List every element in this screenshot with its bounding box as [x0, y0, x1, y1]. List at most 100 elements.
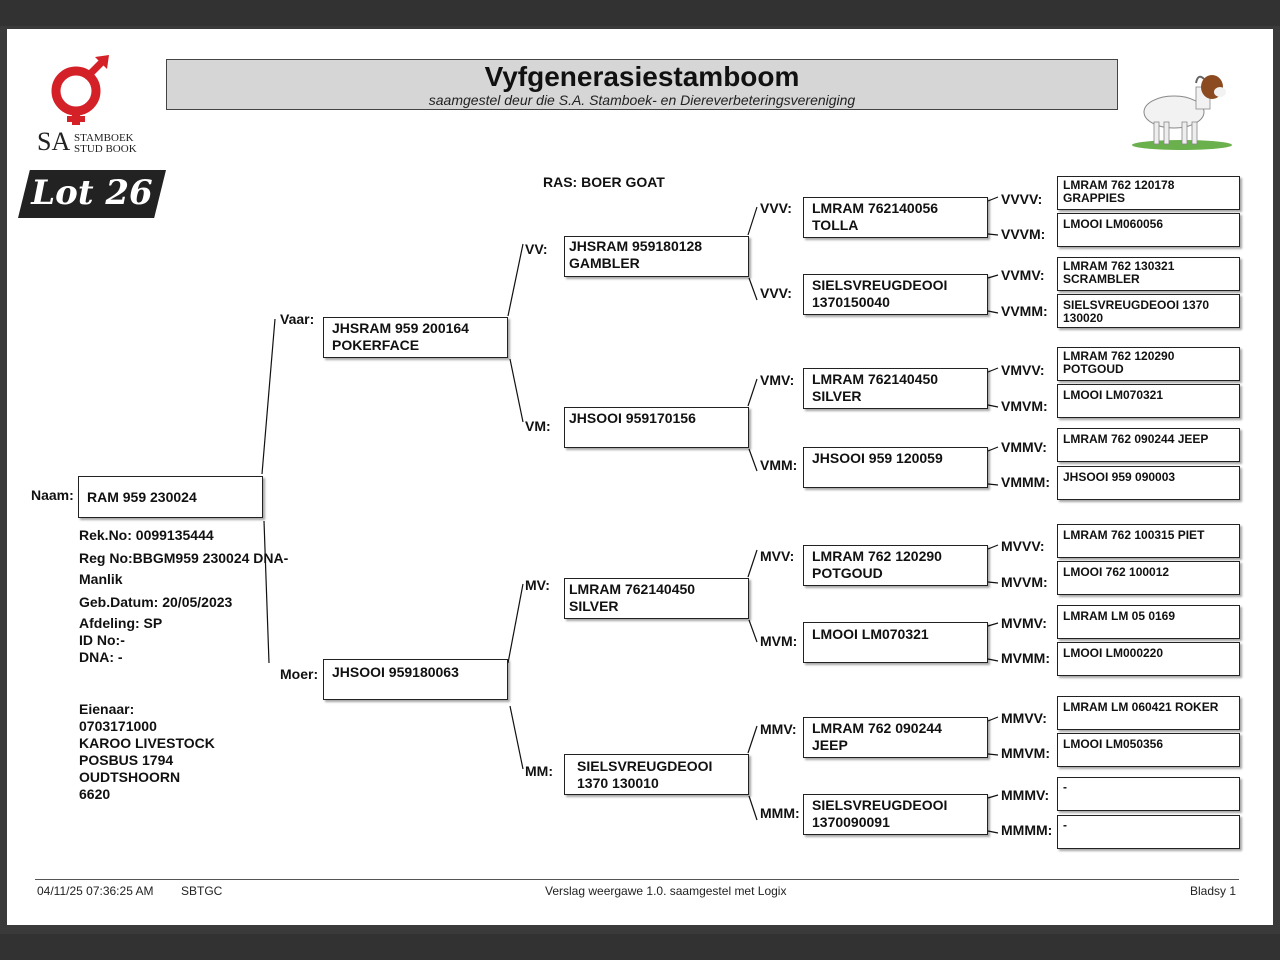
connector-line [987, 581, 999, 584]
subject-id-no: ID No:- [79, 632, 125, 648]
pedigree-page: SA STAMBOEK STUD BOOK Vyfgenerasiestambo… [7, 29, 1273, 925]
gen3-box: LMRAM 762 120290 POTGOUD [803, 545, 988, 586]
gen4-label: VVVV: [1001, 191, 1043, 207]
gen4-label: VMMV: [1001, 439, 1047, 455]
gen4-name: LMRAM 762 120178 GRAPPIES [1063, 178, 1175, 205]
breed-label: RAS: BOER GOAT [543, 174, 665, 190]
gen4-label: VVVM: [1001, 226, 1046, 242]
gen3-name: LMOOI LM070321 [812, 626, 929, 642]
subject-name: RAM 959 230024 [87, 489, 197, 505]
gen4-name: LMOOI LM000220 [1063, 646, 1164, 660]
gen3-box: LMOOI LM070321 [803, 622, 988, 663]
connector-line [748, 448, 758, 472]
connector-line [261, 318, 276, 475]
gen3-name: SIELSVREUGDEOOI 1370150040 [812, 277, 948, 310]
footer-report: Verslag weergawe 1.0. saamgestel met Log… [545, 884, 787, 898]
connector-line [507, 583, 524, 664]
gen4-label: VMVV: [1001, 362, 1045, 378]
gen4-label: MMVM: [1001, 745, 1050, 761]
gen4-box: LMRAM 762 130321 SCRAMBLER [1057, 257, 1240, 291]
gen4-box: - [1057, 777, 1240, 811]
connector-line [987, 310, 999, 314]
logo-sa-text: SA [37, 127, 71, 156]
gen4-name: - [1063, 818, 1067, 832]
connector-line [987, 274, 999, 279]
lot-label: Lot 26 [31, 173, 153, 213]
gen4-box: LMRAM 762 120290 POTGOUD [1057, 347, 1240, 381]
gen3-box: LMRAM 762140450 SILVER [803, 368, 988, 409]
gen2-label: MV: [525, 577, 550, 593]
gen3-label: MVV: [760, 548, 795, 564]
gen3-label: MVM: [760, 633, 798, 649]
gen2-box: LMRAM 762140450 SILVER [564, 578, 749, 619]
sa-studbook-logo: SA STAMBOEK STUD BOOK [31, 53, 141, 158]
connector-line [987, 830, 999, 834]
owner-line: 0703171000 [79, 718, 157, 734]
gen3-name: LMRAM 762140450 SILVER [812, 371, 939, 404]
gen4-label: VVMV: [1001, 267, 1045, 283]
dam-box: JHSOOI 959180063 [323, 659, 508, 700]
page-title: Vyfgenerasiestamboom [484, 61, 800, 92]
connector-line [987, 544, 999, 550]
gen3-box: LMRAM 762 090244 JEEP [803, 717, 988, 758]
gen4-label: MMMM: [1001, 822, 1053, 838]
connector-line [987, 446, 999, 452]
gen4-name: LMRAM 762 100315 PIET [1063, 528, 1205, 542]
gen4-box: SIELSVREUGDEOOI 1370 130020 [1057, 294, 1240, 328]
gen4-box: LMRAM LM 05 0169 [1057, 605, 1240, 639]
connector-line [748, 277, 758, 301]
gen4-name: LMRAM LM 05 0169 [1063, 609, 1176, 623]
gen3-name: JHSOOI 959 120059 [812, 450, 943, 466]
gen3-label: MMM: [760, 805, 800, 821]
gen3-box: SIELSVREUGDEOOI 1370090091 [803, 794, 988, 835]
gen4-box: LMRAM LM 060421 ROKER [1057, 696, 1240, 730]
gen4-label: MVVV: [1001, 538, 1045, 554]
gen3-name: LMRAM 762 120290 POTGOUD [812, 548, 942, 581]
gen4-label: VMVM: [1001, 398, 1048, 414]
owner-line: KAROO LIVESTOCK [79, 735, 215, 751]
gen4-box: LMRAM 762 100315 PIET [1057, 524, 1240, 558]
owner-label: Eienaar: [79, 701, 135, 717]
connector-line [747, 725, 758, 754]
gen3-name: LMRAM 762 090244 JEEP [812, 720, 942, 753]
connector-line [987, 794, 999, 799]
sire-box: JHSRAM 959 200164 POKERFACE [323, 317, 508, 358]
footer-page-number: Bladsy 1 [1190, 884, 1237, 898]
subject-reg-no: Reg No:BBGM959 230024 DNA- [79, 550, 289, 566]
footer-code: SBTGC [181, 884, 223, 898]
gen4-name: JHSOOI 959 090003 [1063, 470, 1176, 484]
gen4-label: MVMV: [1001, 615, 1047, 631]
viewer-bottom-bar [0, 934, 1280, 960]
footer-datetime: 04/11/25 07:36:25 AM [37, 884, 154, 898]
connector-line [509, 705, 524, 770]
gen2-name: JHSOOI 959170156 [569, 410, 696, 426]
subject-afdeling: Afdeling: SP [79, 615, 163, 631]
owner-line: 6620 [79, 786, 111, 802]
gen3-label: VVV: [760, 285, 792, 301]
gen4-label: VMMM: [1001, 474, 1050, 490]
gen3-name: SIELSVREUGDEOOI 1370090091 [812, 797, 948, 830]
gen2-label: VM: [525, 418, 551, 434]
gen3-label: MMV: [760, 721, 797, 737]
connector-line [987, 196, 999, 202]
gen4-label: MMVV: [1001, 710, 1047, 726]
gen2-box: JHSRAM 959180128 GAMBLER [564, 236, 749, 277]
gen4-name: LMRAM LM 060421 ROKER [1063, 700, 1219, 714]
connector-line [748, 619, 758, 643]
pedigree-connectors [261, 196, 999, 834]
gen4-name: - [1063, 780, 1067, 794]
gen4-box: LMOOI LM060056 [1057, 213, 1240, 247]
gen3-label: VVV: [760, 200, 792, 216]
gen2-box: JHSOOI 959170156 [564, 407, 749, 448]
subject-name-label: Naam: [31, 487, 74, 503]
connector-line [987, 753, 999, 756]
gen3-box: SIELSVREUGDEOOI 1370150040 [803, 274, 988, 315]
gen4-box: - [1057, 815, 1240, 849]
subject-sex: Manlik [79, 571, 123, 587]
gen3-box: LMRAM 762140056 TOLLA [803, 197, 988, 238]
logo-line2: STUD BOOK [74, 143, 137, 155]
connector-line [747, 378, 758, 407]
gen3-box: JHSOOI 959 120059 [803, 447, 988, 488]
connector-line [507, 243, 524, 317]
sire-label: Vaar: [280, 311, 315, 327]
